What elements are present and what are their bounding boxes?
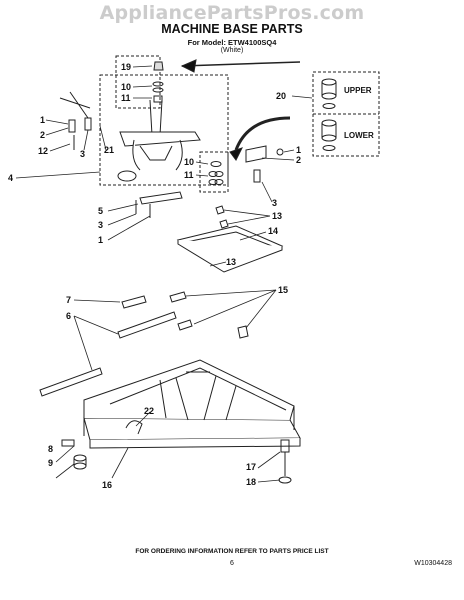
callout-22: 22 — [144, 406, 154, 416]
callout-5: 5 — [98, 206, 103, 216]
arrow-to-19 — [181, 61, 301, 67]
inset-label-upper: UPPER — [344, 86, 372, 95]
callout-19: 19 — [121, 62, 131, 72]
leveling-leg-left — [61, 439, 87, 470]
callout-2-right: 2 — [296, 155, 301, 165]
brace-6-upper — [117, 311, 177, 339]
model-line: For Model: ETW4100SQ4 — [187, 38, 277, 47]
watermark: AppliancePartsPros.com — [99, 2, 365, 24]
callout-1-right: 1 — [296, 145, 301, 155]
bracket-5 — [135, 191, 183, 218]
callout-17: 17 — [246, 462, 256, 472]
callout-12: 12 — [38, 146, 48, 156]
callout-3-mid: 3 — [98, 220, 103, 230]
callout-8: 8 — [48, 444, 53, 454]
upper-bearing-part — [321, 78, 337, 109]
clip-7 — [121, 295, 147, 309]
callout-20: 20 — [276, 91, 286, 101]
callout-18: 18 — [246, 477, 256, 487]
callout-3-left: 3 — [80, 149, 85, 159]
callout-10-side: 10 — [184, 157, 194, 167]
right-spring-hardware — [245, 145, 284, 183]
callout-10-top: 10 — [121, 82, 131, 92]
callout-4: 4 — [8, 173, 13, 183]
callout-9: 9 — [48, 458, 53, 468]
parts-19-10-11-stack — [152, 61, 164, 103]
parts-10-11-right-stack — [208, 161, 224, 185]
machine-base-frame — [83, 359, 301, 449]
leader-lines — [15, 65, 313, 483]
clips-15 — [169, 291, 249, 339]
page-number: 6 — [230, 560, 234, 567]
gearcase-group-box — [99, 74, 229, 186]
callout-1-left: 1 — [40, 115, 45, 125]
page-title: MACHINE BASE PARTS — [161, 22, 303, 36]
callout-1-mid: 1 — [98, 235, 103, 245]
clip-22 — [125, 420, 143, 435]
callout-21: 21 — [104, 145, 114, 155]
callout-13-ring: 13 — [226, 257, 236, 267]
color-line: (White) — [220, 47, 244, 54]
inset-label-lower: LOWER — [344, 131, 374, 140]
callout-6: 6 — [66, 311, 71, 321]
snubber-pads — [215, 205, 229, 229]
arrow-to-10-11 — [234, 116, 291, 151]
document-number: W10304428 — [414, 560, 452, 567]
snubber-ring — [176, 225, 284, 273]
callout-2-left: 2 — [40, 130, 45, 140]
callout-7: 7 — [66, 295, 71, 305]
callout-16: 16 — [102, 480, 112, 490]
brace-6-lower — [39, 367, 103, 397]
callout-11-side: 11 — [184, 170, 194, 180]
ordering-footer: FOR ORDERING INFORMATION REFER TO PARTS … — [135, 548, 329, 555]
parts-10-11-side-box — [199, 151, 229, 193]
lower-bearing-part — [321, 119, 337, 151]
callout-11-top: 11 — [121, 93, 131, 103]
gearcase-assembly — [117, 99, 201, 182]
callout-15: 15 — [278, 285, 288, 295]
left-spring-hardware — [59, 91, 92, 150]
callout-14: 14 — [268, 226, 278, 236]
callout-13-right: 13 — [272, 211, 282, 221]
callout-3-right: 3 — [272, 198, 277, 208]
